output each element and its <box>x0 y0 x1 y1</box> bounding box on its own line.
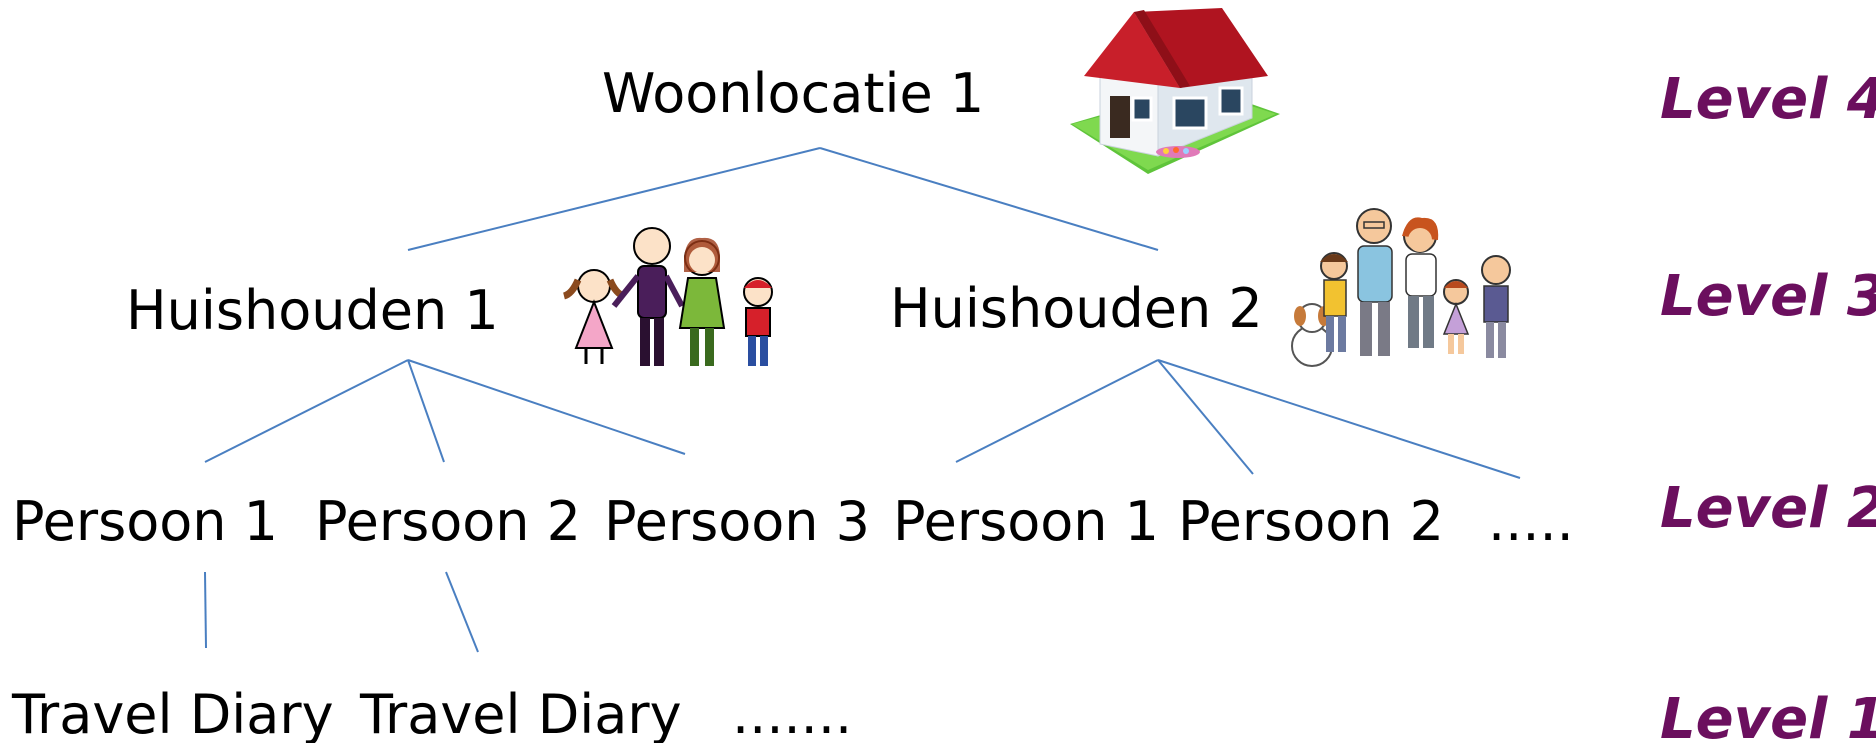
node-labels: Woonlocatie 1 Huishouden 1 Huishouden 2 … <box>11 62 1574 743</box>
node-huishouden-2: Huishouden 2 <box>890 277 1263 340</box>
node-persoon-2a: Persoon 2 <box>315 490 581 553</box>
edge-huishouden-1-persoon-2 <box>407 359 445 463</box>
family-with-dog-icon <box>1291 208 1511 367</box>
node-diary-2: Travel Diary <box>359 683 682 743</box>
level-2-label: Level 2 <box>1660 476 1876 541</box>
node-woonlocatie: Woonlocatie 1 <box>602 62 984 125</box>
edge-huishouden-1-persoon-1 <box>204 359 409 463</box>
edge-woonlocatie-huishouden-1 <box>407 147 821 251</box>
node-huishouden-1: Huishouden 1 <box>126 279 499 342</box>
edge-woonlocatie-huishouden-2 <box>819 147 1159 251</box>
node-persoon-more: ..... <box>1488 490 1574 553</box>
node-persoon-1b: Persoon 1 <box>893 490 1159 553</box>
edge-persoon-1-diary <box>204 571 207 649</box>
edge-persoon-2-diary <box>445 571 479 653</box>
node-persoon-1a: Persoon 1 <box>12 490 278 553</box>
level-4-label: Level 4 <box>1660 67 1876 132</box>
level-1-label: Level 1 <box>1660 687 1876 743</box>
tree-edges <box>204 147 1521 653</box>
level-3-label: Level 3 <box>1660 264 1876 329</box>
node-persoon-3a: Persoon 3 <box>604 490 870 553</box>
house-icon <box>1070 8 1280 174</box>
node-persoon-2b: Persoon 2 <box>1178 490 1444 553</box>
node-diary-more: ....... <box>732 683 852 743</box>
level-labels: Level 4 Level 3 Level 2 Level 1 <box>1660 67 1876 743</box>
edge-huishouden-1-persoon-3 <box>407 359 686 455</box>
edge-huishouden-2-more <box>1157 359 1521 479</box>
edge-huishouden-2-persoon-1 <box>955 359 1159 463</box>
node-diary-1: Travel Diary <box>11 683 334 743</box>
edge-huishouden-2-persoon-2 <box>1157 359 1254 475</box>
family-icon <box>562 227 773 366</box>
